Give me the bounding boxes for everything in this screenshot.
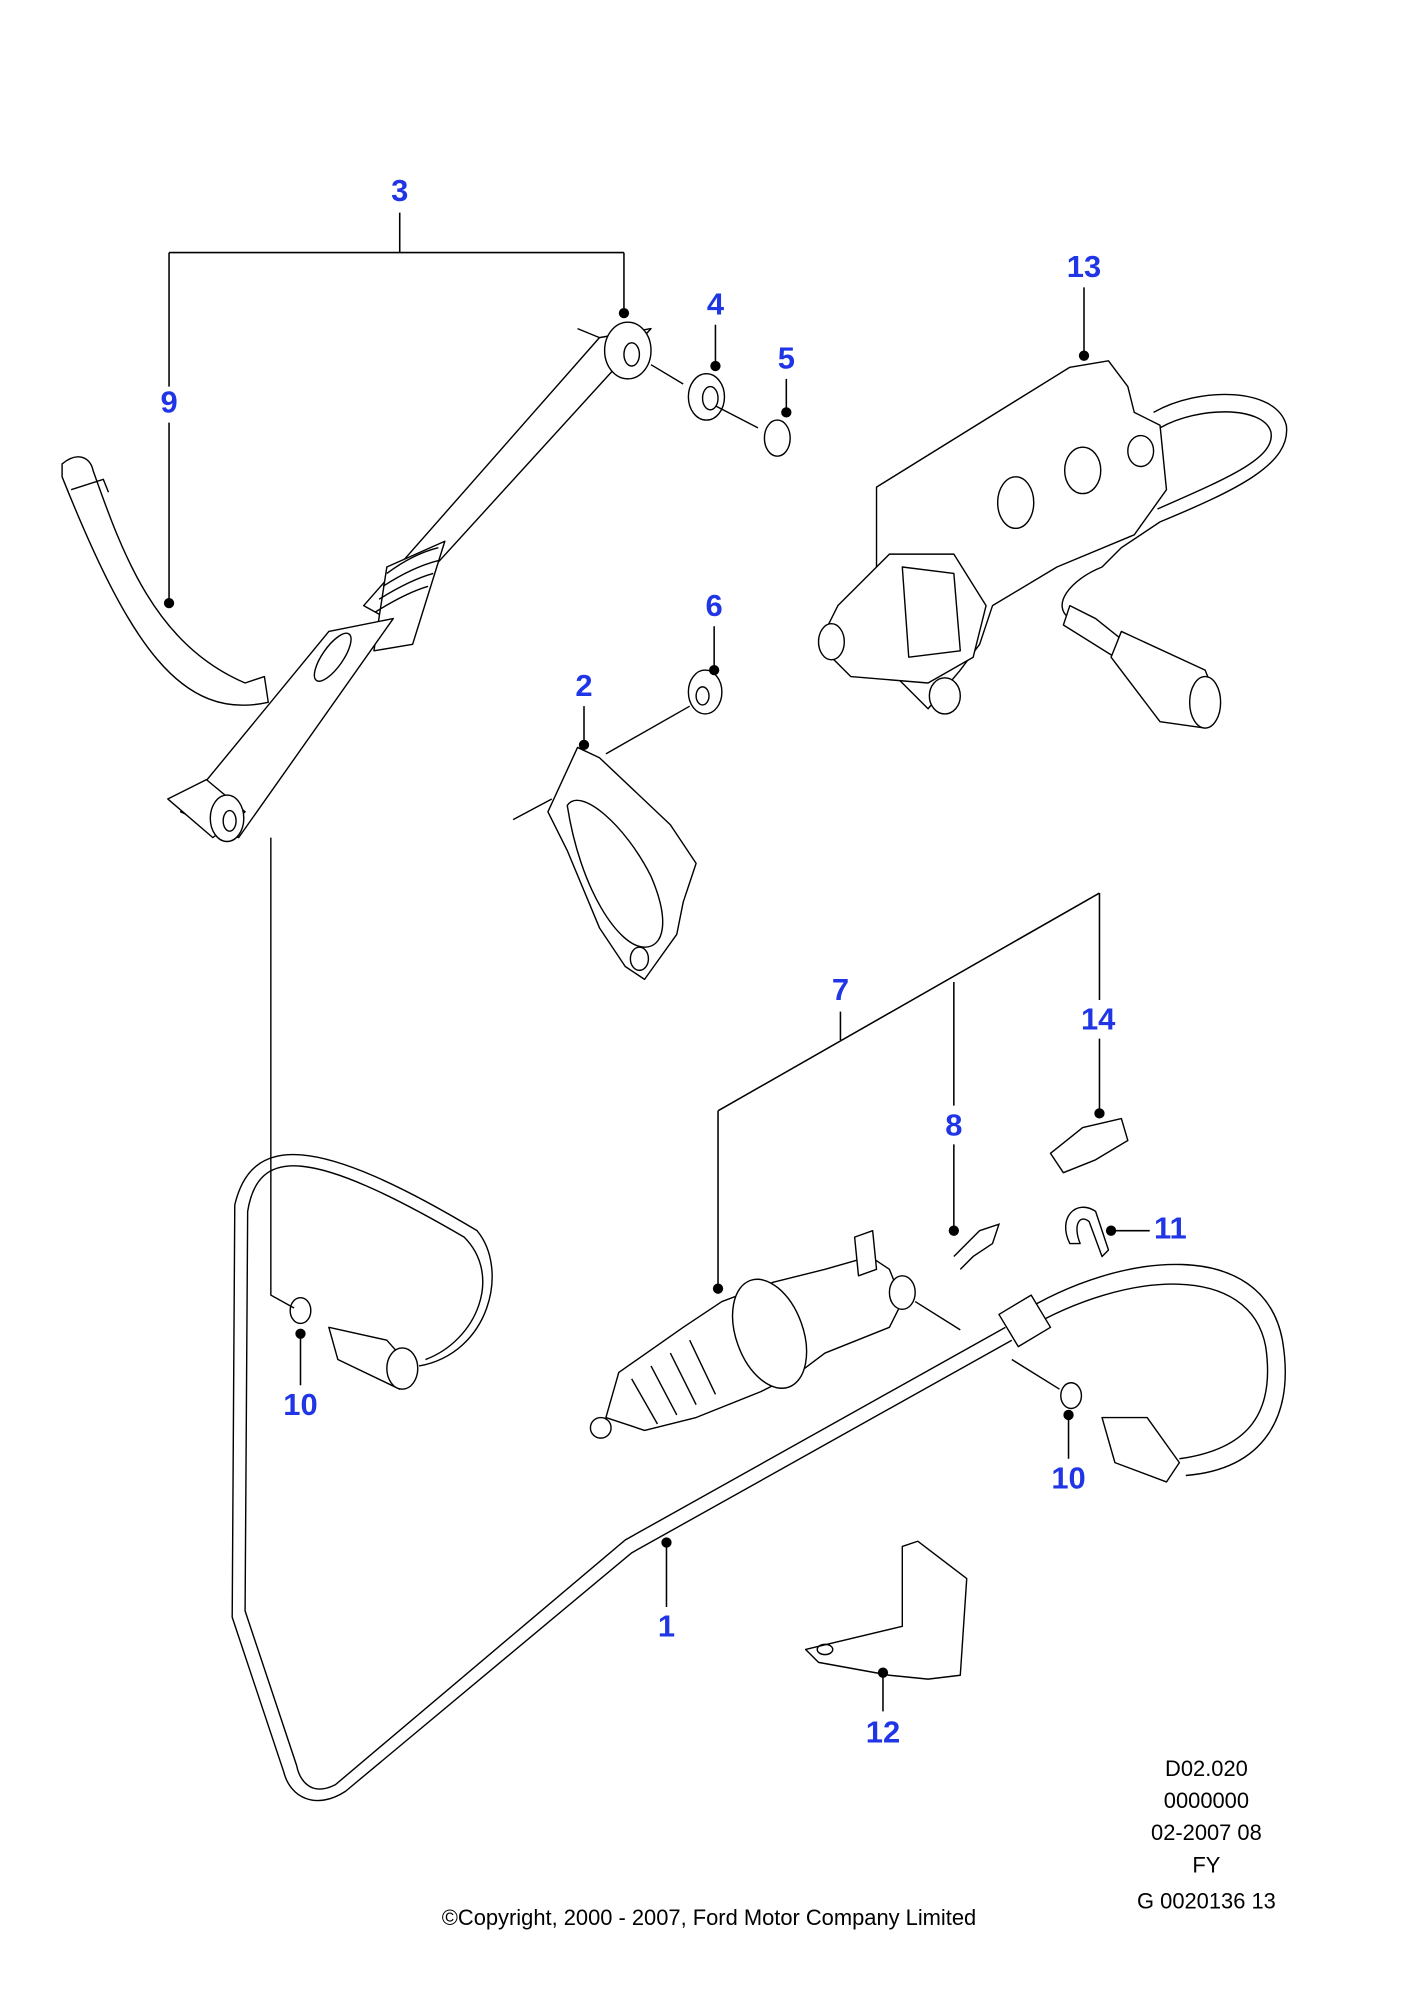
- leader-lines: [163, 212, 1150, 1712]
- callout-5[interactable]: 5: [778, 341, 795, 376]
- part-4-washer: [687, 373, 726, 421]
- callout-3[interactable]: 3: [391, 173, 408, 208]
- callout-1[interactable]: 1: [658, 1609, 675, 1644]
- info-line-2: 0000000: [1164, 1788, 1249, 1813]
- info-line-1: D02.020: [1165, 1756, 1248, 1781]
- info-line-5: G 0020136 13: [1137, 1889, 1276, 1914]
- part-2-boot: [512, 746, 697, 981]
- info-line-3: 02-2007 08: [1151, 1820, 1262, 1845]
- callout-10[interactable]: 10: [1051, 1460, 1085, 1495]
- part-11-clip: [1064, 1206, 1110, 1258]
- callout-14[interactable]: 14: [1081, 1002, 1116, 1037]
- callout-9[interactable]: 9: [160, 384, 177, 419]
- callout-7[interactable]: 7: [832, 972, 849, 1007]
- part-12-bracket: [804, 1540, 968, 1680]
- part-7-slave-cylinder: [589, 1229, 961, 1439]
- callout-11[interactable]: 11: [1154, 1210, 1187, 1245]
- callout-10[interactable]: 10: [283, 1387, 317, 1422]
- part-8-clip: [953, 1223, 1001, 1270]
- part-1-pipe: [231, 837, 1286, 1802]
- part-5-clip: [763, 419, 791, 457]
- part-13-actuator: [817, 360, 1288, 729]
- part-9-hose: [61, 456, 269, 706]
- part-14-switch: [1049, 1117, 1129, 1174]
- callout-12[interactable]: 12: [866, 1714, 900, 1749]
- callout-4[interactable]: 4: [707, 286, 725, 321]
- callout-13[interactable]: 13: [1067, 249, 1101, 284]
- info-block: D02.020 0000000 02-2007 08 FY G 0020136 …: [1137, 1756, 1276, 1914]
- callout-6[interactable]: 6: [706, 588, 723, 623]
- callout-2[interactable]: 2: [575, 668, 592, 703]
- part-3-master-cylinder: [167, 321, 684, 843]
- part-6-bush: [687, 669, 723, 715]
- callout-8[interactable]: 8: [945, 1107, 962, 1142]
- copyright-text: ©Copyright, 2000 - 2007, Ford Motor Comp…: [442, 1905, 976, 1930]
- info-line-4: FY: [1192, 1852, 1220, 1877]
